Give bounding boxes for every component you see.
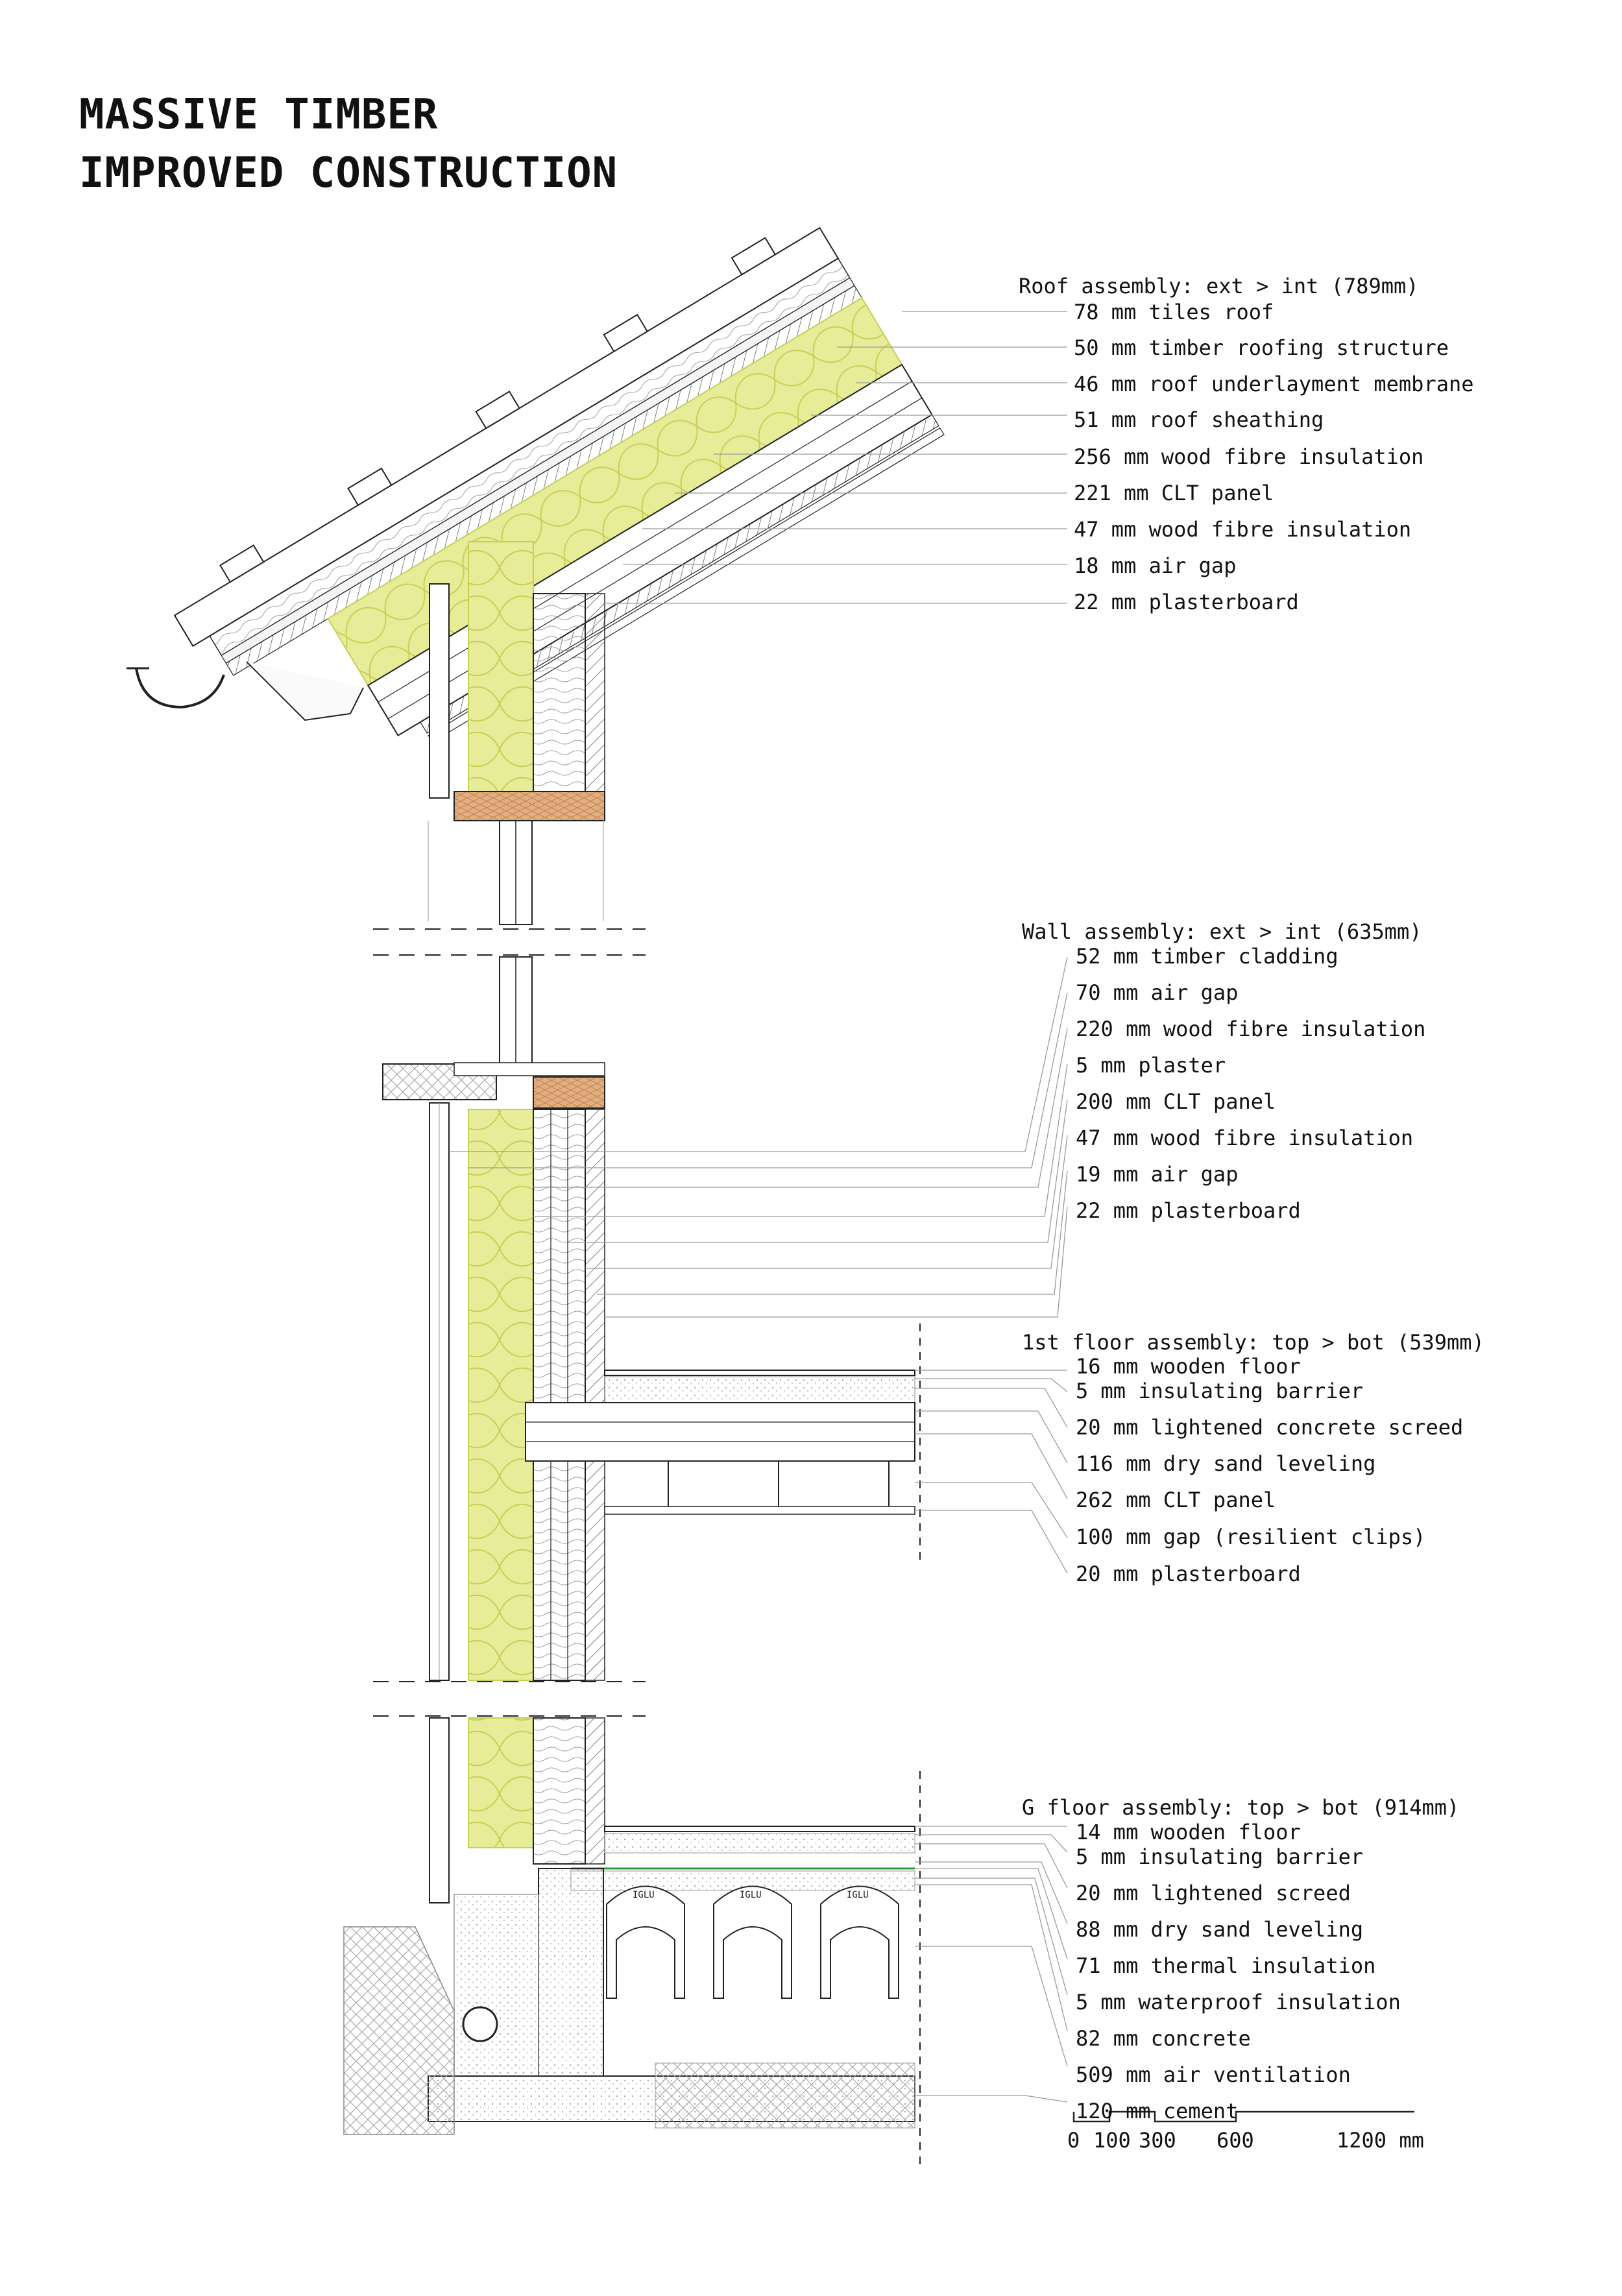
- gfloor-layer-3: 20 mm lightened screed: [1076, 1881, 1351, 1905]
- scale-tick-0: 0: [1067, 2128, 1080, 2153]
- wall-layer-6: 47 mm wood fibre insulation: [1076, 1126, 1414, 1150]
- middle-wall-section: [373, 956, 921, 1717]
- scale-tick-600: 600: [1216, 2128, 1254, 2153]
- roof-layer-2: 50 mm timber roofing structure: [1074, 335, 1449, 360]
- wall-layer-2: 70 mm air gap: [1076, 980, 1239, 1005]
- roof-layer-5: 256 mm wood fibre insulation: [1074, 444, 1424, 469]
- igloo-label-2: IGLU: [740, 1890, 762, 1900]
- floor1-heading: 1st floor assembly: top > bot (539mm): [1022, 1330, 1484, 1355]
- floor1-layer-4: 116 mm dry sand leveling: [1076, 1451, 1376, 1476]
- floor1-layer-7: 20 mm plasterboard: [1076, 1562, 1301, 1586]
- roof-layer-9: 22 mm plasterboard: [1074, 590, 1299, 614]
- ground-floor-section: IGLU IGLU IGLU: [343, 1717, 921, 2170]
- scale-tick-1200: 1200 mm: [1337, 2128, 1424, 2153]
- floor1-layer-5: 262 mm CLT panel: [1076, 1488, 1276, 1512]
- wall-layer-8: 22 mm plasterboard: [1076, 1198, 1301, 1223]
- scale-tick-100: 100: [1093, 2128, 1131, 2153]
- igloo-label-3: IGLU: [847, 1890, 869, 1900]
- wall-layer-3: 220 mm wood fibre insulation: [1076, 1017, 1426, 1041]
- gfloor-layer-2: 5 mm insulating barrier: [1076, 1844, 1364, 1869]
- gfloor-layer-6: 5 mm waterproof insulation: [1076, 1990, 1401, 2014]
- wall-layer-7: 19 mm air gap: [1076, 1162, 1239, 1187]
- floor1-layer-6: 100 mm gap (resilient clips): [1076, 1525, 1426, 1549]
- floor1-layer-1: 16 mm wooden floor: [1076, 1354, 1301, 1379]
- roof-layer-3: 46 mm roof underlayment membrane: [1074, 372, 1474, 396]
- roof-heading: Roof assembly: ext > int (789mm): [1019, 274, 1419, 298]
- roof-layer-8: 18 mm air gap: [1074, 553, 1237, 578]
- igloo-label-1: IGLU: [633, 1890, 655, 1900]
- wall-heading: Wall assembly: ext > int (635mm): [1022, 919, 1422, 944]
- gfloor-layer-5: 71 mm thermal insulation: [1076, 1953, 1376, 1978]
- roof-layer-4: 51 mm roof sheathing: [1074, 407, 1324, 432]
- title-line-1: MASSIVE TIMBER: [79, 91, 439, 139]
- roof-layer-1: 78 mm tiles roof: [1074, 300, 1274, 324]
- gfloor-layer-4: 88 mm dry sand leveling: [1076, 1917, 1364, 1942]
- gfloor-layer-7: 82 mm concrete: [1076, 2026, 1251, 2051]
- gfloor-layer-1: 14 mm wooden floor: [1076, 1820, 1301, 1844]
- wall-layer-1: 52 mm timber cladding: [1076, 944, 1338, 969]
- roof-layer-7: 47 mm wood fibre insulation: [1074, 517, 1412, 542]
- title-line-2: IMPROVED CONSTRUCTION: [79, 149, 618, 197]
- roof-layer-6: 221 mm CLT panel: [1074, 481, 1274, 505]
- floor1-layer-2: 5 mm insulating barrier: [1076, 1379, 1364, 1403]
- floor1-layer-3: 20 mm lightened concrete screed: [1076, 1415, 1464, 1440]
- scale-tick-300: 300: [1139, 2128, 1176, 2153]
- scale-bar: [1072, 2110, 1414, 2123]
- wall-layer-5: 200 mm CLT panel: [1076, 1089, 1276, 1114]
- upper-wall-section: [373, 541, 646, 956]
- gfloor-heading: G floor assembly: top > bot (914mm): [1022, 1795, 1460, 1820]
- gfloor-layer-9: 120 mm cement: [1076, 2099, 1239, 2123]
- leader-lines: [449, 311, 1068, 2103]
- wall-layer-4: 5 mm plaster: [1076, 1053, 1226, 1078]
- gfloor-layer-8: 509 mm air ventilation: [1076, 2062, 1351, 2087]
